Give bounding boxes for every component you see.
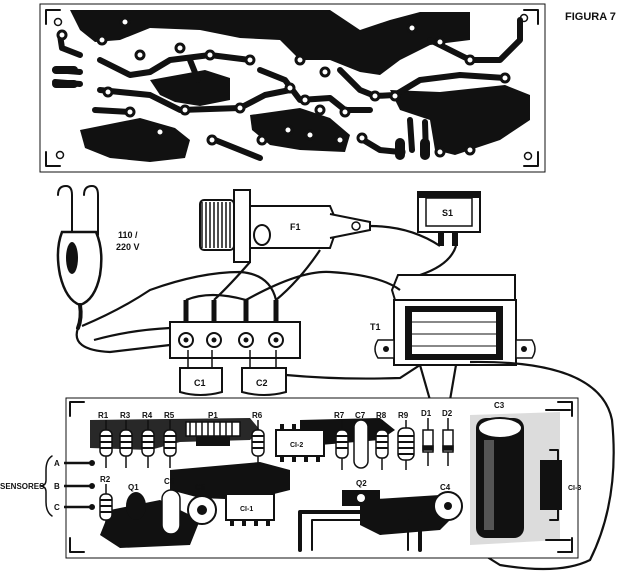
fuse-holder (199, 189, 371, 263)
mains-plug (56, 185, 103, 330)
copper-area-right (390, 85, 530, 155)
ic-ci2 (275, 424, 325, 462)
label-q1: Q1 (128, 483, 139, 492)
copper-area-top (70, 10, 470, 75)
mains-voltage-label-line2: 220 V (116, 242, 140, 252)
transistor-q2-heatsink (298, 490, 422, 552)
capacitor-c5 (161, 489, 181, 535)
sensor-wires (64, 461, 92, 509)
copper-area-center (150, 70, 230, 106)
board-corner-marks (69, 401, 573, 553)
board-component-labels: R1 R3 R4 R5 P1 R6 CI-2 R7 C7 R8 R9 D1 D2… (98, 401, 581, 513)
switch-label: S1 (442, 208, 453, 218)
mains-voltage-label-line1: 110 / (118, 230, 138, 240)
capacitor-c7 (353, 419, 369, 469)
sensors-brace (39, 455, 53, 517)
label-c4: C4 (440, 483, 451, 492)
label-r3: R3 (120, 411, 131, 420)
capacitor-c4 (433, 491, 463, 521)
label-q2: Q2 (356, 479, 367, 488)
label-ci1: CI-1 (240, 506, 253, 513)
pcb-mount-hole-tl (53, 17, 63, 27)
copper-oval-pads (52, 66, 430, 160)
label-c3: C3 (494, 401, 505, 410)
label-r9: R9 (398, 411, 409, 420)
sensors-title: SENSORES (0, 482, 45, 491)
label-r6: R6 (252, 411, 263, 420)
pcb-mount-hole-bl (55, 150, 65, 160)
label-p1: P1 (208, 411, 218, 420)
capacitor-c6 (187, 495, 217, 525)
transformer-label: T1 (370, 322, 381, 332)
c1-label: C1 (194, 378, 206, 388)
transistor-q1 (126, 492, 146, 520)
label-d2: D2 (442, 409, 453, 418)
copper-area-mid (250, 108, 350, 152)
fuse-label: F1 (290, 222, 301, 232)
label-ci3: CI-3 (568, 485, 581, 492)
sensor-a-label: A (54, 459, 60, 468)
resistors (99, 420, 415, 532)
label-ci2: CI-2 (290, 442, 303, 449)
mains-wires (75, 224, 615, 571)
sensor-c-label: C (54, 503, 60, 512)
trimmer-p1 (185, 421, 241, 446)
figure-label: FIGURA 7 (565, 11, 616, 23)
pcb-corner-marks (45, 9, 539, 167)
diodes (422, 418, 454, 466)
terminal-strip (169, 300, 301, 359)
label-r7: R7 (334, 411, 345, 420)
label-c5: C5 (164, 477, 175, 486)
capacitor-c2 (241, 350, 287, 396)
label-r5: R5 (164, 411, 175, 420)
pcb-layout (39, 3, 546, 173)
assembled-board (39, 397, 579, 559)
sensor-b-label: B (54, 482, 60, 491)
c2-label: C2 (256, 378, 268, 388)
rocker-switch (417, 191, 481, 246)
capacitor-c1 (179, 350, 223, 396)
label-r2: R2 (100, 475, 111, 484)
ic-ci1 (225, 488, 275, 526)
copper-pads (56, 16, 511, 158)
label-d1: D1 (421, 409, 432, 418)
transformer (374, 274, 536, 366)
label-c6: C6 (195, 483, 206, 492)
capacitor-c3 (476, 417, 524, 538)
pcb-mount-hole-br (523, 151, 533, 161)
label-c7: C7 (355, 411, 366, 420)
label-r4: R4 (142, 411, 153, 420)
label-r1: R1 (98, 411, 109, 420)
ic-ci3 (540, 409, 571, 541)
label-r8: R8 (376, 411, 387, 420)
